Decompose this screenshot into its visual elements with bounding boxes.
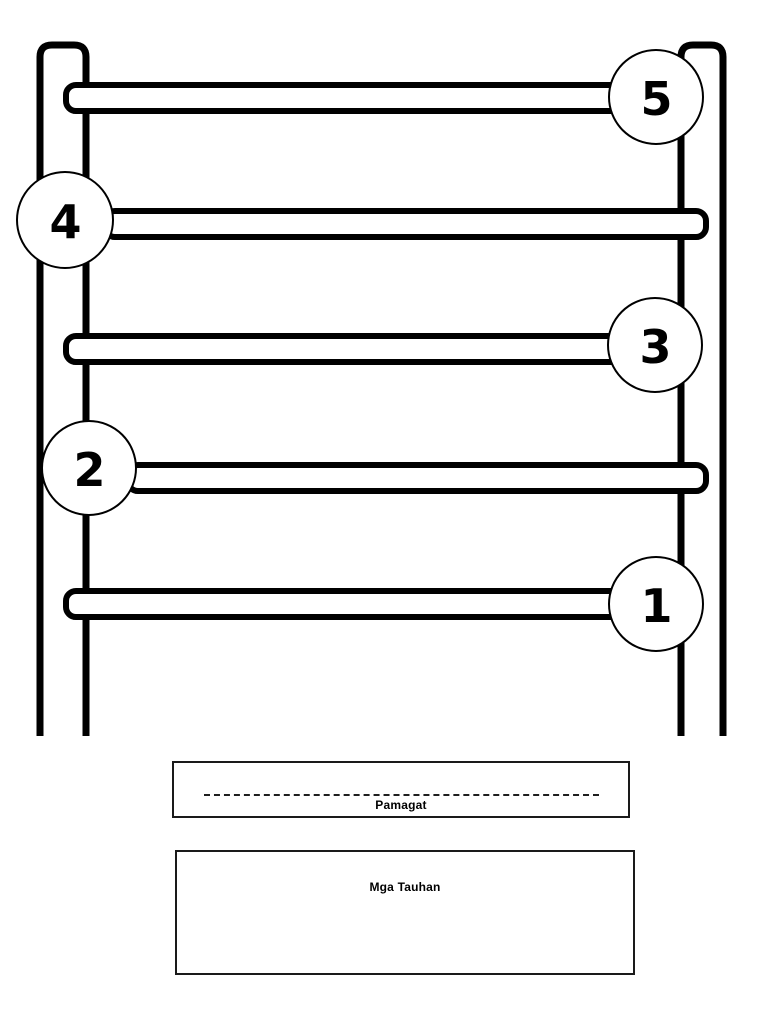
ladder-rung-5[interactable]: 5 xyxy=(63,49,704,145)
pamagat-answer-box[interactable]: Pamagat xyxy=(172,761,630,818)
rung-circle-3 xyxy=(607,297,703,393)
ladder-rung-4[interactable]: 4 xyxy=(16,171,709,269)
pamagat-fill-line[interactable] xyxy=(203,794,599,796)
ladder-rung-1[interactable]: 1 xyxy=(63,556,704,652)
rung-bar-1 xyxy=(63,588,625,620)
ladder-rail-left xyxy=(36,41,90,736)
rung-number-3: 3 xyxy=(639,320,670,374)
rung-circle-4 xyxy=(16,171,114,269)
mga-tauhan-answer-box[interactable]: Mga Tauhan xyxy=(175,850,635,975)
rung-number-5: 5 xyxy=(640,72,671,126)
rung-number-4: 4 xyxy=(49,195,80,249)
rung-bar-2 xyxy=(125,462,709,494)
rung-circle-2 xyxy=(41,420,137,516)
mga-tauhan-label: Mga Tauhan xyxy=(369,880,441,894)
rung-circle-1 xyxy=(608,556,704,652)
rung-bar-5 xyxy=(63,82,625,114)
story-ladder-diagram: 5 4 3 2 1 xyxy=(16,41,727,736)
pamagat-label: Pamagat xyxy=(375,798,427,812)
ladder-rail-right xyxy=(677,41,727,736)
pamagat-inner: Pamagat xyxy=(174,794,628,813)
ladder-rung-2[interactable]: 2 xyxy=(41,420,709,516)
rung-bar-4 xyxy=(102,208,709,240)
rung-circle-5 xyxy=(608,49,704,145)
rung-number-1: 1 xyxy=(640,579,671,633)
rung-bar-3 xyxy=(63,333,625,365)
rung-number-2: 2 xyxy=(73,443,104,497)
ladder-rung-3[interactable]: 3 xyxy=(63,297,703,393)
